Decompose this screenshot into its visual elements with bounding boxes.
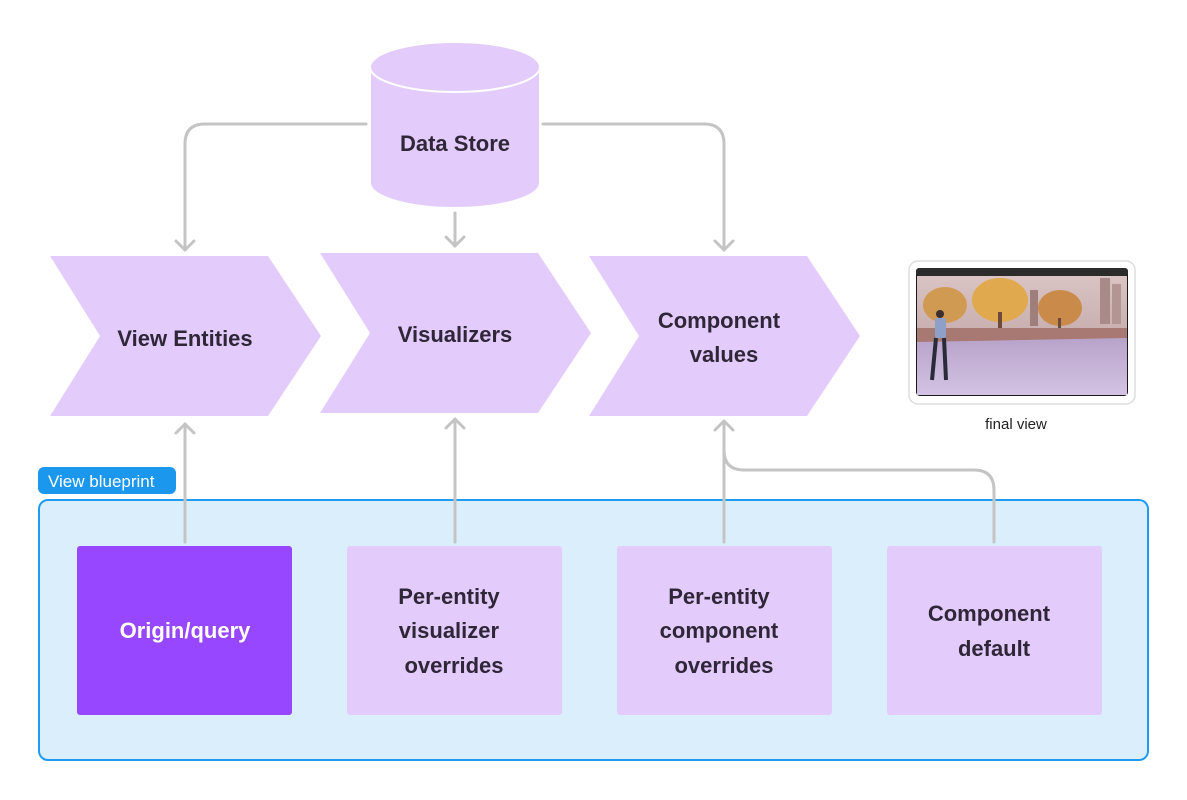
component-default-label: Component default [928, 601, 1056, 661]
component-overrides-line-2: component [660, 618, 779, 643]
arrow-datastore-to-component-values [541, 122, 726, 252]
component-default-line-2: default [958, 636, 1031, 661]
view-blueprint-tag-label: View blueprint [48, 472, 155, 491]
stage-view-entities: View Entities [50, 256, 321, 416]
visualizer-overrides-line-2: visualizer [399, 618, 500, 643]
data-store-cylinder: Data Store [369, 41, 541, 209]
arrowhead-view-entities-top [174, 239, 196, 252]
video-screenshot-icon [917, 276, 1127, 395]
stage-component-values: Component values [589, 256, 860, 416]
view-entities-label: View Entities [117, 326, 252, 351]
view-blueprint-panel [38, 499, 1149, 761]
component-overrides-box: Per-entity component overrides [617, 546, 832, 715]
arrowhead-component-values-bottom [713, 419, 735, 432]
component-values-label: Component values [658, 308, 786, 367]
visualizer-overrides-label: Per-entity visualizer overrides [398, 584, 506, 678]
component-overrides-line-3: overrides [674, 653, 773, 678]
final-view-caption: final view [985, 416, 1047, 433]
arrowhead-component-values-top [713, 239, 735, 252]
view-blueprint-tag: View blueprint [38, 467, 176, 494]
arrow-component-default-to-component-values [722, 448, 996, 544]
data-store-label: Data Store [400, 131, 510, 156]
component-default-line-1: Component [928, 601, 1051, 626]
component-default-box: Component default [887, 546, 1102, 715]
arrowhead-view-entities-bottom [174, 422, 196, 435]
final-view-titlebar [916, 268, 1128, 276]
visualizer-overrides-line-3: overrides [404, 653, 503, 678]
arrowhead-visualizers-top [444, 235, 466, 248]
visualizer-overrides-box: Per-entity visualizer overrides [347, 546, 562, 715]
origin-query-box: Origin/query [77, 546, 292, 715]
component-overrides-label: Per-entity component overrides [660, 584, 785, 678]
stage-visualizers: Visualizers [320, 253, 591, 413]
arrowhead-visualizers-bottom [444, 417, 466, 430]
component-values-line-1: Component [658, 308, 781, 333]
final-view-thumbnail: final view [908, 260, 1136, 433]
arrow-datastore-to-view-entities [183, 122, 368, 252]
visualizer-overrides-line-1: Per-entity [398, 584, 500, 609]
component-overrides-line-1: Per-entity [668, 584, 770, 609]
component-values-line-2: values [690, 342, 759, 367]
visualizers-label: Visualizers [398, 322, 513, 347]
origin-query-label: Origin/query [120, 618, 252, 643]
